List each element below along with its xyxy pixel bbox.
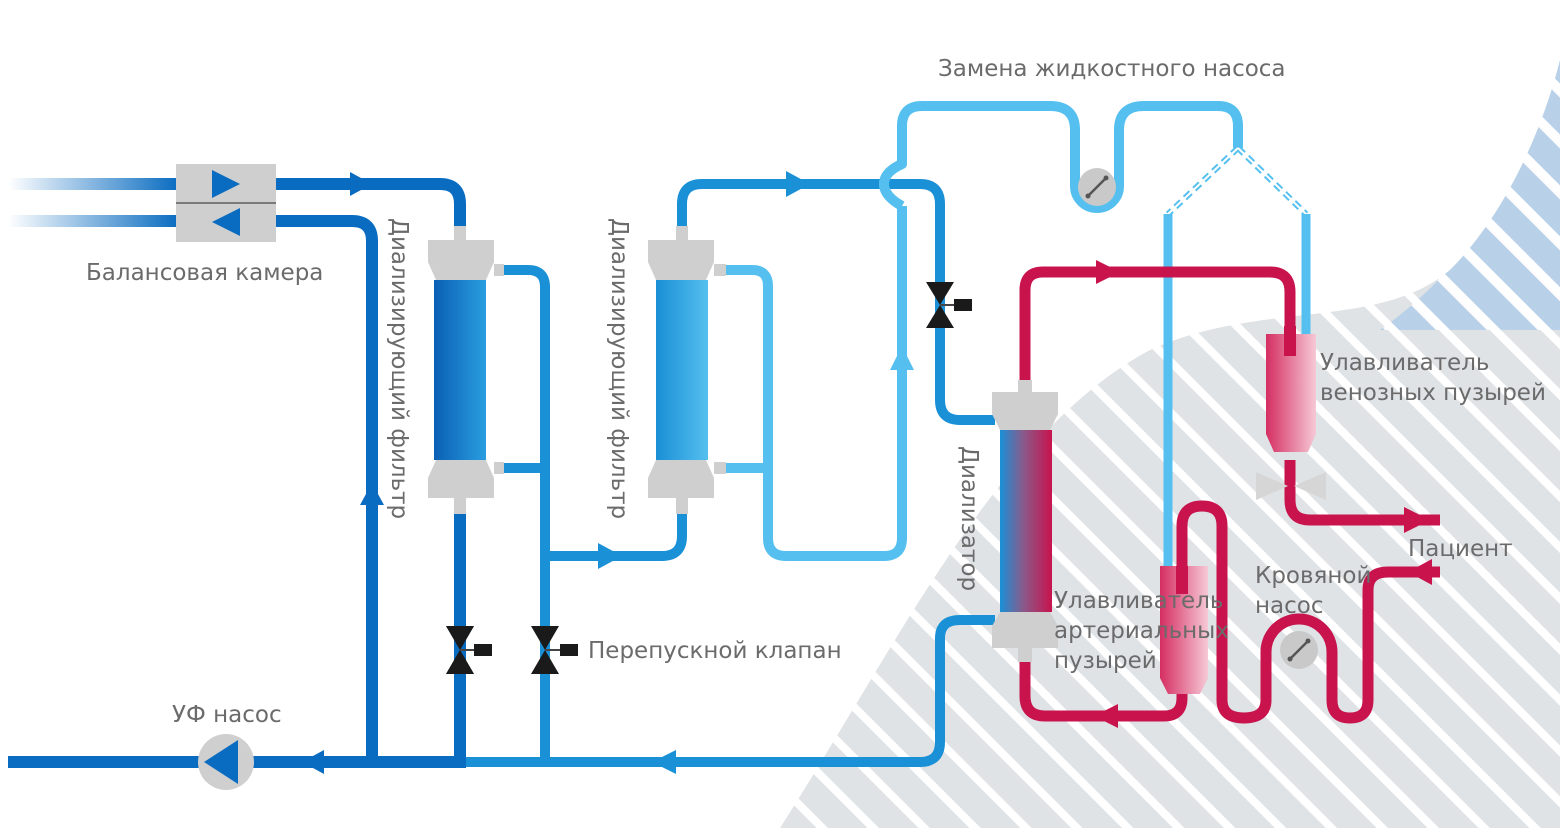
venous-bubble-trap[interactable] [1256, 326, 1326, 500]
arterial-bubble-trap[interactable] [1160, 566, 1208, 694]
dialysate-light-line [725, 101, 1311, 580]
fluid-pump[interactable] [1078, 168, 1116, 206]
blood-line [1019, 260, 1440, 728]
venous-trap-label-1: Улавливатель [1320, 350, 1489, 376]
dialysate-filter-2-label: Диализирующий фильтр [606, 218, 632, 519]
flow-right-icon [212, 170, 240, 198]
dialyzer-label: Диализатор [956, 446, 982, 591]
venous-trap-label-2: венозных пузырей [1320, 380, 1546, 406]
arterial-trap-label-3: пузырей [1054, 648, 1157, 674]
flow-left-icon [212, 208, 240, 236]
balance-chamber-label: Балансовая камера [86, 260, 323, 286]
blood-pump-label-1: Кровяной [1255, 563, 1371, 589]
dialyzer-inlet-valve[interactable] [926, 282, 972, 328]
balance-chamber[interactable] [176, 164, 276, 242]
dialysate-fresh-line [8, 172, 466, 774]
dialysate-filter-1-label: Диализирующий фильтр [386, 218, 412, 519]
uf-pump[interactable] [198, 734, 254, 790]
dialysate-filter-2[interactable] [648, 226, 726, 514]
valve-1[interactable] [446, 626, 492, 674]
venous-clamp-icon [1256, 472, 1288, 500]
uf-pump-label: УФ насос [172, 702, 282, 728]
dialysate-filter-1[interactable] [428, 226, 504, 514]
dialysate-mid-line [466, 171, 995, 774]
blood-pump-label-2: насос [1255, 593, 1324, 619]
patient-label: Пациент [1408, 536, 1513, 562]
pump-arrow-icon [204, 740, 238, 784]
bypass-valve-label: Перепускной клапан [588, 638, 842, 664]
fluid-pump-replacement-label: Замена жидкостного насоса [938, 56, 1286, 82]
bypass-valve[interactable] [531, 626, 578, 674]
blood-pump[interactable] [1280, 631, 1318, 669]
arterial-trap-label-2: артериальных [1054, 618, 1229, 644]
arterial-trap-label-1: Улавливатель [1054, 588, 1223, 614]
dialyzer[interactable] [992, 380, 1058, 662]
